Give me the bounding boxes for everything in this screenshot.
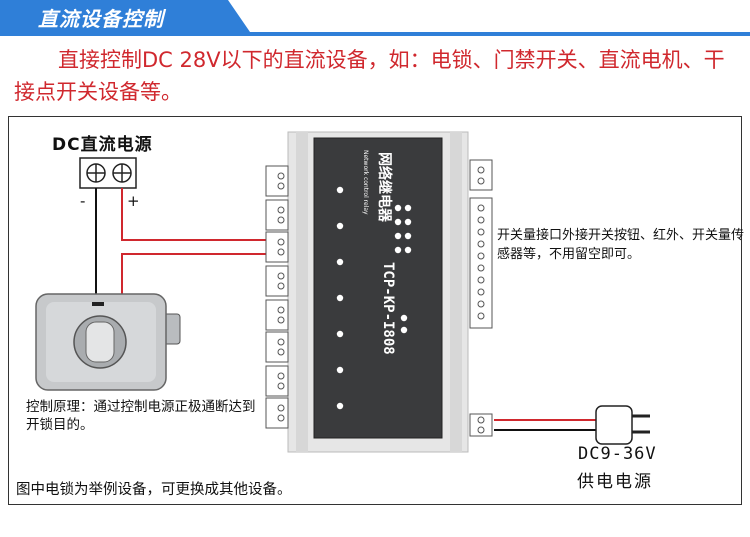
header-divider — [0, 32, 750, 36]
minus-label: - — [80, 192, 86, 210]
wires — [95, 188, 612, 431]
terminal-minus — [86, 163, 106, 183]
power-supply-label: 供电电源 — [577, 472, 653, 492]
wire-relay-to-lock — [121, 253, 272, 296]
header-tab-shape — [0, 0, 250, 32]
wire-plus-to-relay — [121, 188, 272, 241]
power-plug-icon — [595, 405, 650, 445]
relay-module: 网络继电器 Network control relay TCP-KP-I808 — [287, 131, 469, 453]
relay-subtitle: Network control relay — [362, 150, 369, 215]
section-title: 直流设备控制 — [38, 7, 164, 31]
terminal-plus — [112, 163, 132, 183]
relay-leds — [336, 186, 412, 410]
relay-left-terminals — [265, 165, 289, 429]
power-voltage-label: DC9-36V — [578, 444, 657, 464]
diagram-frame — [8, 116, 742, 505]
note-caption: 图中电锁为举例设备，可更换成其他设备。 — [16, 482, 292, 498]
relay-model: TCP-KP-I808 — [380, 262, 396, 355]
relay-name: 网络继电器 — [376, 152, 393, 223]
dc-terminal-block — [79, 157, 137, 189]
intro-paragraph: 直接控制DC 28V以下的直流设备，如：电锁、门禁开关、直流电机、干接点开关设备… — [14, 48, 725, 104]
plus-label: + — [127, 192, 140, 210]
input-caption: 开关量接口外接开关按钮、红外、开关量传感器等，不用留空即可。 — [497, 228, 745, 262]
electric-lock-image — [35, 293, 181, 391]
relay-right-terminals — [469, 159, 493, 437]
dc-source-label: DC直流电源 — [52, 135, 153, 155]
principle-caption: 控制原理：通过控制电源正极通断达到开锁目的。 — [26, 399, 256, 433]
section-header-tab: 直流设备控制 — [0, 0, 250, 32]
